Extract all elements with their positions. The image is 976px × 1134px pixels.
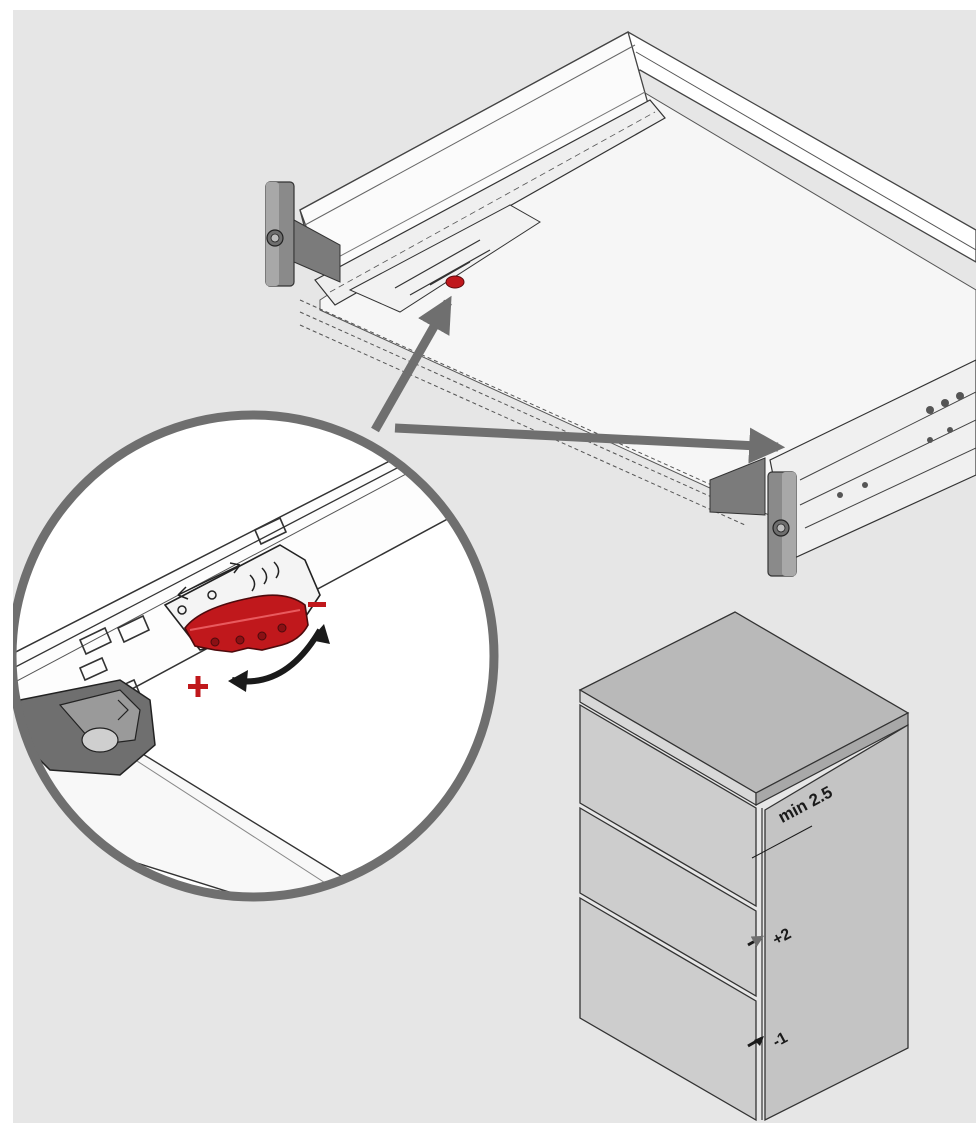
illustration-canvas: min 2.5 +2 -1: [13, 10, 976, 1123]
cabinet: [578, 611, 910, 1122]
cabinet-side: [764, 723, 909, 1122]
locking-device-top: [348, 204, 541, 313]
drawer-front-3: [579, 896, 757, 1122]
front-bracket-left: [265, 181, 341, 287]
drawer-front-2: [579, 806, 757, 998]
minus-mark: [308, 602, 326, 607]
left-runner: [314, 99, 666, 306]
pointer-arrows: [371, 295, 786, 464]
front-bracket-right: [709, 457, 797, 577]
assembly-illustration: [13, 31, 976, 1122]
drawer-front-1: [579, 703, 757, 908]
lens-border: [13, 410, 499, 902]
drawer: [265, 31, 976, 577]
plus-mark: [188, 676, 208, 697]
detail-lens: [13, 410, 499, 902]
adjuster-top-small: [445, 275, 465, 289]
